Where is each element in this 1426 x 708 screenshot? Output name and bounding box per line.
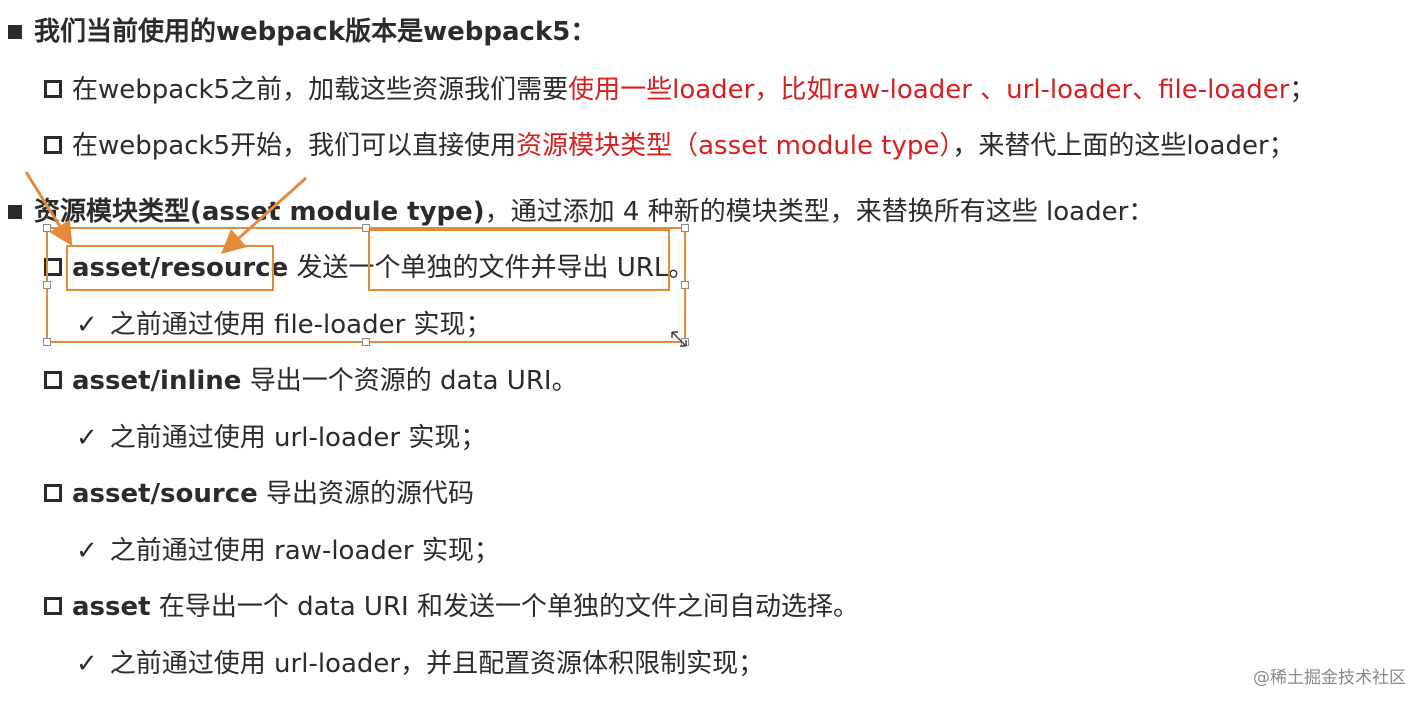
heading-text: 我们当前使用的webpack版本是webpack5： — [34, 17, 597, 47]
resize-handle-middle-right[interactable] — [681, 281, 689, 289]
sub-item-text: 之前通过使用 url-loader，并且配置资源体积限制实现； — [109, 649, 765, 679]
item-text-end: ，来替代上面的这些loader； — [952, 131, 1295, 161]
asset-type-description: 在导出一个 data URI 和发送一个单独的文件之间自动选择。 — [150, 592, 859, 622]
sub-item-file-loader: ✓ 之前通过使用 file-loader 实现； — [76, 307, 492, 343]
asset-type-name: asset/inline — [72, 366, 242, 396]
asset-type-name: asset — [72, 592, 151, 622]
square-bullet-icon — [8, 205, 22, 219]
item-text-end: ； — [1289, 75, 1316, 105]
list-item-before-webpack5: 在webpack5之前，加载这些资源我们需要使用一些loader，比如raw-l… — [44, 72, 1315, 108]
heading-bold-text: 资源模块类型(asset module type) — [34, 197, 485, 227]
annotation-highlight-asset-resource — [66, 245, 274, 291]
highlight-text: 资源模块类型（asset module type） — [516, 131, 953, 161]
hollow-square-bullet-icon — [44, 136, 62, 154]
sub-item-raw-loader: ✓ 之前通过使用 raw-loader 实现； — [76, 533, 500, 569]
list-item-asset-source: asset/source 导出资源的源代码 — [44, 476, 474, 512]
asset-type-name: asset/resource — [72, 253, 289, 283]
list-item-asset: asset 在导出一个 data URI 和发送一个单独的文件之间自动选择。 — [44, 589, 859, 625]
sub-item-url-loader-limit: ✓ 之前通过使用 url-loader，并且配置资源体积限制实现； — [76, 646, 764, 682]
hollow-square-bullet-icon — [44, 371, 62, 389]
sub-item-url-loader: ✓ 之前通过使用 url-loader 实现； — [76, 420, 486, 456]
check-icon: ✓ — [76, 649, 98, 679]
list-item-asset-inline: asset/inline 导出一个资源的 data URI。 — [44, 363, 578, 399]
hollow-square-bullet-icon — [44, 484, 62, 502]
arrow-left — [24, 171, 73, 247]
resize-handle-bottom-left[interactable] — [43, 338, 51, 346]
check-icon: ✓ — [76, 423, 98, 453]
sub-item-text: 之前通过使用 raw-loader 实现； — [109, 536, 500, 566]
asset-type-description: 导出资源的源代码 — [257, 479, 475, 509]
hollow-square-bullet-icon — [44, 258, 62, 276]
check-icon: ✓ — [76, 536, 98, 566]
asset-type-description: 发送一个单独的文件并导出 URL。 — [288, 253, 695, 283]
list-item-asset-resource: asset/resource 发送一个单独的文件并导出 URL。 — [44, 250, 694, 286]
annotation-highlight-description — [368, 229, 670, 291]
resize-cursor-icon — [671, 331, 687, 347]
resize-handle-bottom-middle[interactable] — [362, 338, 370, 346]
resize-handle-middle-left[interactable] — [43, 281, 51, 289]
item-text: 在webpack5开始，我们可以直接使用 — [72, 131, 517, 161]
arrow-right — [221, 176, 308, 255]
item-text: 在webpack5之前，加载这些资源我们需要 — [72, 75, 569, 105]
sub-item-text: 之前通过使用 url-loader 实现； — [109, 423, 487, 453]
asset-type-description: 导出一个资源的 data URI。 — [241, 366, 578, 396]
sub-item-text: 之前通过使用 file-loader 实现； — [109, 310, 492, 340]
watermark: @稀土掘金技术社区 — [1253, 668, 1406, 688]
square-bullet-icon — [8, 25, 22, 39]
check-icon: ✓ — [76, 310, 98, 340]
hollow-square-bullet-icon — [44, 597, 62, 615]
heading-asset-module-type: 资源模块类型(asset module type)，通过添加 4 种新的模块类型… — [8, 194, 1154, 230]
highlight-text: 使用一些loader，比如raw-loader 、url-loader、file… — [568, 75, 1290, 105]
resize-handle-top-middle[interactable] — [362, 224, 370, 232]
hollow-square-bullet-icon — [44, 80, 62, 98]
heading-rest-text: ，通过添加 4 种新的模块类型，来替换所有这些 loader： — [484, 197, 1155, 227]
resize-handle-top-right[interactable] — [681, 224, 689, 232]
heading-webpack-version: 我们当前使用的webpack版本是webpack5： — [8, 14, 596, 50]
list-item-since-webpack5: 在webpack5开始，我们可以直接使用资源模块类型（asset module … — [44, 128, 1295, 164]
asset-type-name: asset/source — [72, 479, 258, 509]
